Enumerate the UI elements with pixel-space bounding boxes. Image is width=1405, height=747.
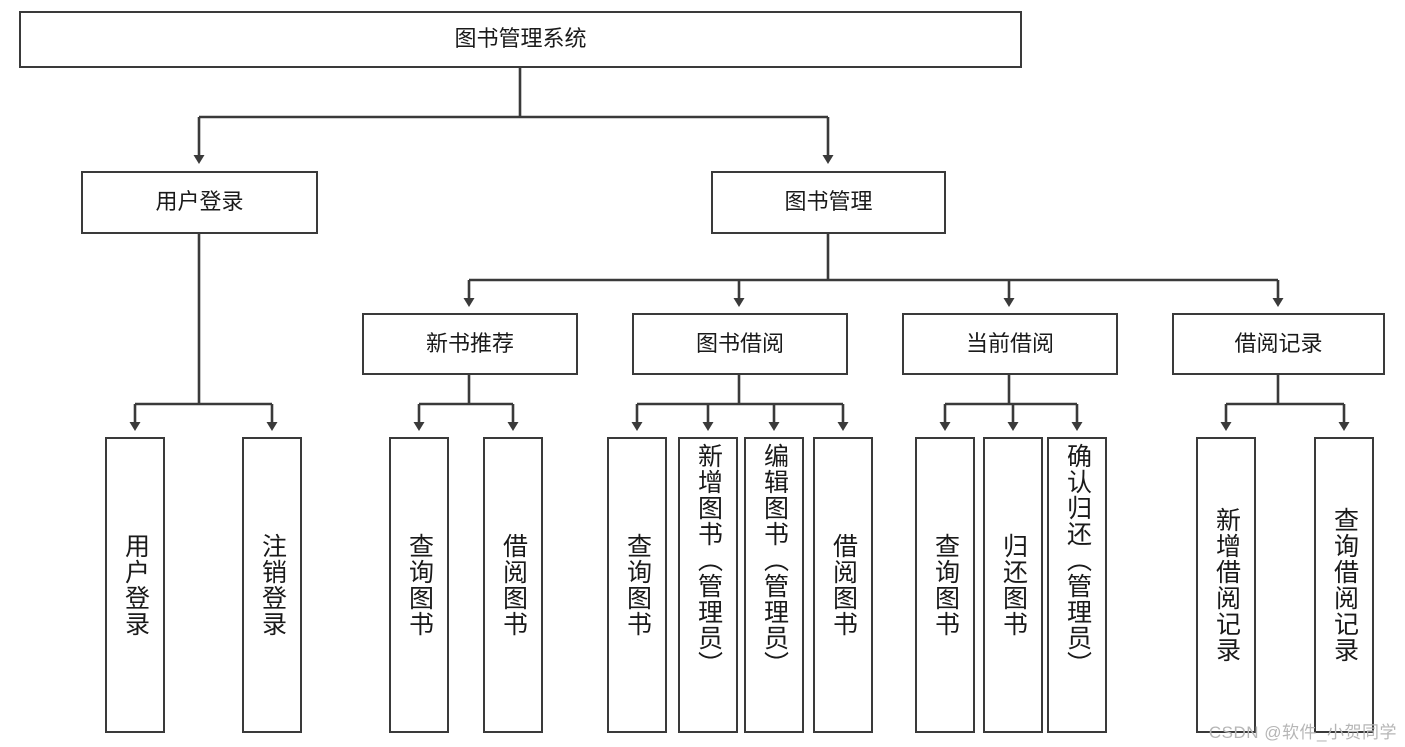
node-leaf-logout-login[interactable]: 注销登录 [242,437,302,733]
node-label: 新书推荐 [425,330,514,356]
node-label: 借阅记录 [1234,330,1323,356]
node-label: 借阅图书 [829,533,858,637]
node-label: 查询图书 [623,533,652,637]
node-leaf-borrow-book[interactable]: 借阅图书 [813,437,873,733]
node-label: 新增图书（管理员） [694,443,723,677]
node-root-system[interactable]: 图书管理系统 [19,11,1022,68]
node-label: 当前借阅 [965,330,1054,356]
node-leaf-user-login[interactable]: 用户登录 [105,437,165,733]
node-new-book-recommend[interactable]: 新书推荐 [362,313,578,375]
node-label: 用户登录 [121,533,150,637]
node-label: 查询图书 [405,533,434,637]
node-leaf-query-book-current[interactable]: 查询图书 [915,437,975,733]
node-label: 归还图书 [999,533,1028,637]
node-leaf-query-book-borrow[interactable]: 查询图书 [607,437,667,733]
node-label: 确认归还（管理员） [1063,443,1092,677]
node-leaf-borrow-book-recommend[interactable]: 借阅图书 [483,437,543,733]
node-label: 图书管理系统 [454,26,587,52]
node-label: 查询图书 [931,533,960,637]
node-leaf-add-book-admin[interactable]: 新增图书（管理员） [678,437,738,733]
node-borrow-record[interactable]: 借阅记录 [1172,313,1385,375]
node-label: 查询借阅记录 [1330,507,1359,663]
node-label: 注销登录 [258,533,287,637]
node-current-borrow[interactable]: 当前借阅 [902,313,1118,375]
node-user-login[interactable]: 用户登录 [81,171,318,234]
node-book-management[interactable]: 图书管理 [711,171,946,234]
node-book-borrow[interactable]: 图书借阅 [632,313,848,375]
node-label: 编辑图书（管理员） [760,443,789,677]
node-leaf-return-book[interactable]: 归还图书 [983,437,1043,733]
node-label: 新增借阅记录 [1212,507,1241,663]
node-leaf-add-borrow-record[interactable]: 新增借阅记录 [1196,437,1256,733]
node-leaf-edit-book-admin[interactable]: 编辑图书（管理员） [744,437,804,733]
node-label: 借阅图书 [499,533,528,637]
node-leaf-confirm-return-admin[interactable]: 确认归还（管理员） [1047,437,1107,733]
node-leaf-query-book-recommend[interactable]: 查询图书 [389,437,449,733]
node-leaf-query-borrow-record[interactable]: 查询借阅记录 [1314,437,1374,733]
node-label: 用户登录 [155,189,244,215]
node-label: 图书管理 [784,189,873,215]
node-label: 图书借阅 [695,330,784,356]
